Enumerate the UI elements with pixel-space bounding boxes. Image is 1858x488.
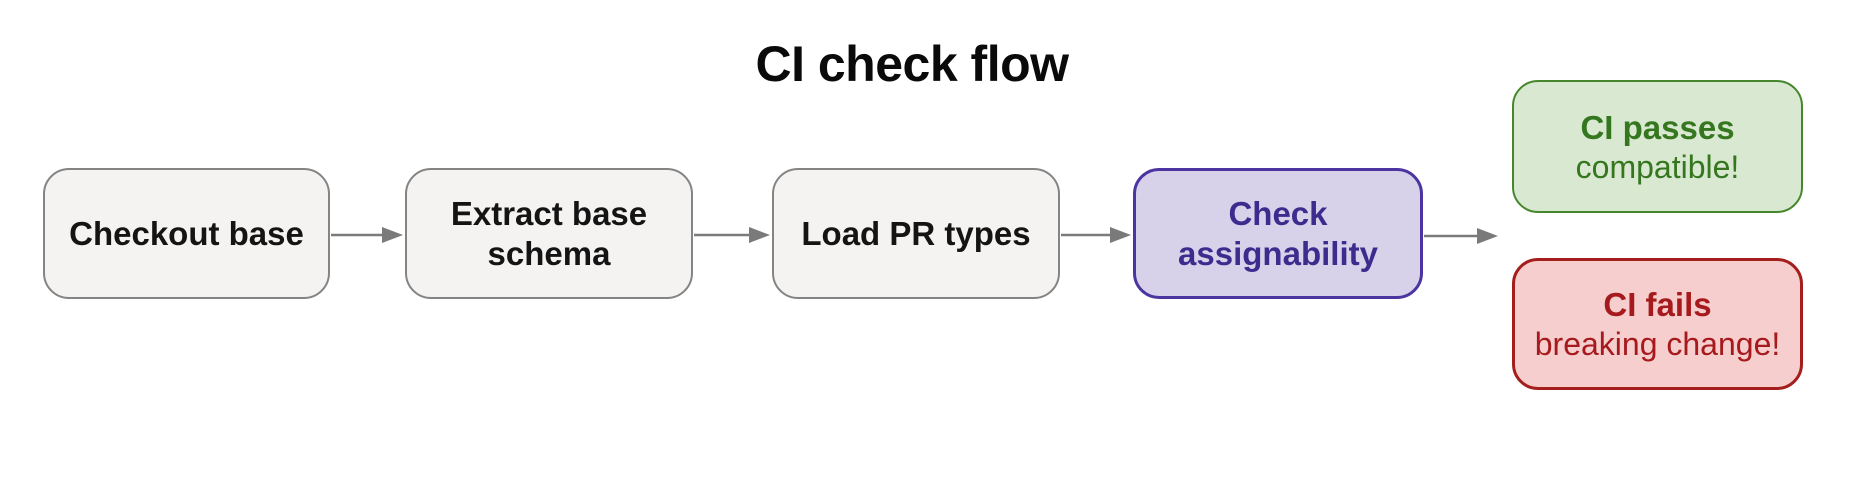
flow-node-label: Extract base schema bbox=[450, 194, 648, 272]
flow-node-ci-fails: CI fails breaking change! bbox=[1512, 258, 1803, 390]
outcome-title: CI fails bbox=[1603, 286, 1712, 323]
flow-node-label: Checkout base bbox=[69, 214, 304, 252]
flow-node-extract-base-schema: Extract base schema bbox=[405, 168, 693, 299]
flow-arrow-4 bbox=[1424, 228, 1498, 244]
outcome-subtitle: compatible! bbox=[1575, 148, 1740, 185]
outcome-title: CI passes bbox=[1580, 108, 1735, 146]
flow-node-load-pr-types: Load PR types bbox=[772, 168, 1060, 299]
flow-node-label: Check assignability bbox=[1178, 194, 1378, 272]
flow-arrow-1 bbox=[331, 227, 403, 243]
diagram-title: CI check flow bbox=[755, 36, 1069, 92]
flow-arrow-3 bbox=[1061, 227, 1131, 243]
flow-node-checkout-base: Checkout base bbox=[43, 168, 330, 299]
flow-node-check-assignability: Check assignability bbox=[1133, 168, 1423, 299]
flow-node-label: Load PR types bbox=[801, 214, 1031, 252]
flow-node-ci-passes: CI passes compatible! bbox=[1512, 80, 1803, 213]
outcome-subtitle: breaking change! bbox=[1534, 326, 1781, 362]
flow-arrow-2 bbox=[694, 227, 770, 243]
